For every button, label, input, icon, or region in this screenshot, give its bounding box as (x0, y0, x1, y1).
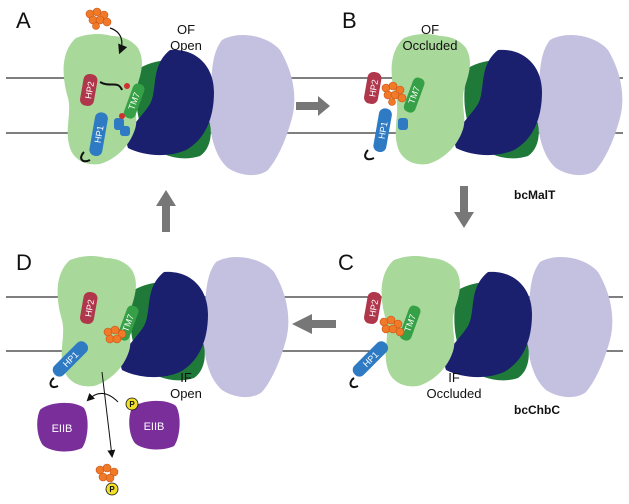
arrow-c-to-d (292, 314, 336, 334)
hp1-helix: HP1 (373, 108, 392, 153)
svg-text:HP1: HP1 (377, 121, 390, 140)
svg-text:EIIB: EIIB (144, 421, 165, 433)
svg-text:HP2: HP2 (367, 299, 380, 318)
cycle-arrows (156, 96, 474, 334)
eiib-right: EIIB (129, 400, 180, 450)
hp1-helix: HP1 (89, 112, 108, 157)
svg-text:HP2: HP2 (83, 81, 96, 100)
label-bcmalt: bcMalT (514, 188, 556, 202)
panel-d: HP2 HP1 TM7 (49, 256, 289, 398)
panel-letter-c: C (338, 250, 354, 275)
arrow-b-to-c (454, 186, 474, 228)
svg-text:HP2: HP2 (367, 79, 380, 98)
panel-b: HP2 HP1 TM7 B OF Occluded (342, 8, 623, 176)
state-label-a-line1: OF (177, 22, 195, 37)
panel-letter-d: D (16, 250, 32, 275)
hp2-helix: HP2 (364, 71, 382, 104)
state-label-d-line2: Open (170, 386, 202, 401)
phosphate-transfer-arrow (86, 392, 119, 403)
state-label-c-line2: Occluded (427, 386, 482, 401)
phospho-group-on-eiib: P (125, 397, 139, 411)
binding-residue (119, 113, 125, 119)
substrate-entry-arrow (109, 27, 128, 55)
panel-letter-a: A (16, 8, 31, 33)
state-label-b-line2: Occluded (403, 38, 458, 53)
state-label-c-line1: IF (448, 370, 460, 385)
eiib-left: EIIB (37, 402, 88, 452)
svg-text:HP2: HP2 (83, 299, 96, 318)
substrate-molecule (381, 81, 407, 106)
svg-text:P: P (109, 485, 115, 494)
loop (99, 81, 123, 91)
loop (80, 151, 91, 163)
arrow-d-to-a (156, 190, 176, 232)
hp2-helix: HP2 (80, 73, 98, 106)
arrow-a-to-b (296, 96, 330, 116)
phospho-group-on-substrate: P (105, 482, 119, 496)
hp1-helix: HP1 (352, 341, 389, 377)
panel-letter-b: B (342, 8, 357, 33)
panel-c-annotations: C IF Occluded (338, 250, 481, 401)
hp2-helix: HP2 (364, 291, 382, 324)
substrate-molecule (379, 315, 405, 337)
label-bcchbc: bcChbC (514, 403, 560, 417)
released-substrate (95, 463, 119, 483)
substrate-release-arrow (101, 371, 116, 458)
state-label-d-line1: IF (180, 370, 192, 385)
substrate-molecule (85, 7, 112, 30)
panel-c: HP2 HP1 TM7 (349, 256, 613, 398)
panel-a: HP2 HP1 TM7 A OF Open (16, 7, 295, 176)
tm7-helix: TM7 (403, 77, 425, 113)
panel-d-annotations: D IF Open EIIB EIIB P P (16, 250, 202, 496)
state-label-b-line1: OF (421, 22, 439, 37)
substrate-molecule (103, 325, 127, 344)
svg-text:EIIB: EIIB (52, 423, 73, 435)
svg-text:P: P (129, 400, 135, 409)
hp2-helix: HP2 (80, 291, 98, 324)
binding-residue (124, 83, 130, 89)
tm7-helix: TM7 (123, 83, 145, 119)
state-label-a-line2: Open (170, 38, 202, 53)
tm7-helix: TM7 (399, 305, 421, 341)
hp1-tip-segment-2 (120, 126, 130, 136)
svg-text:HP1: HP1 (93, 125, 106, 144)
